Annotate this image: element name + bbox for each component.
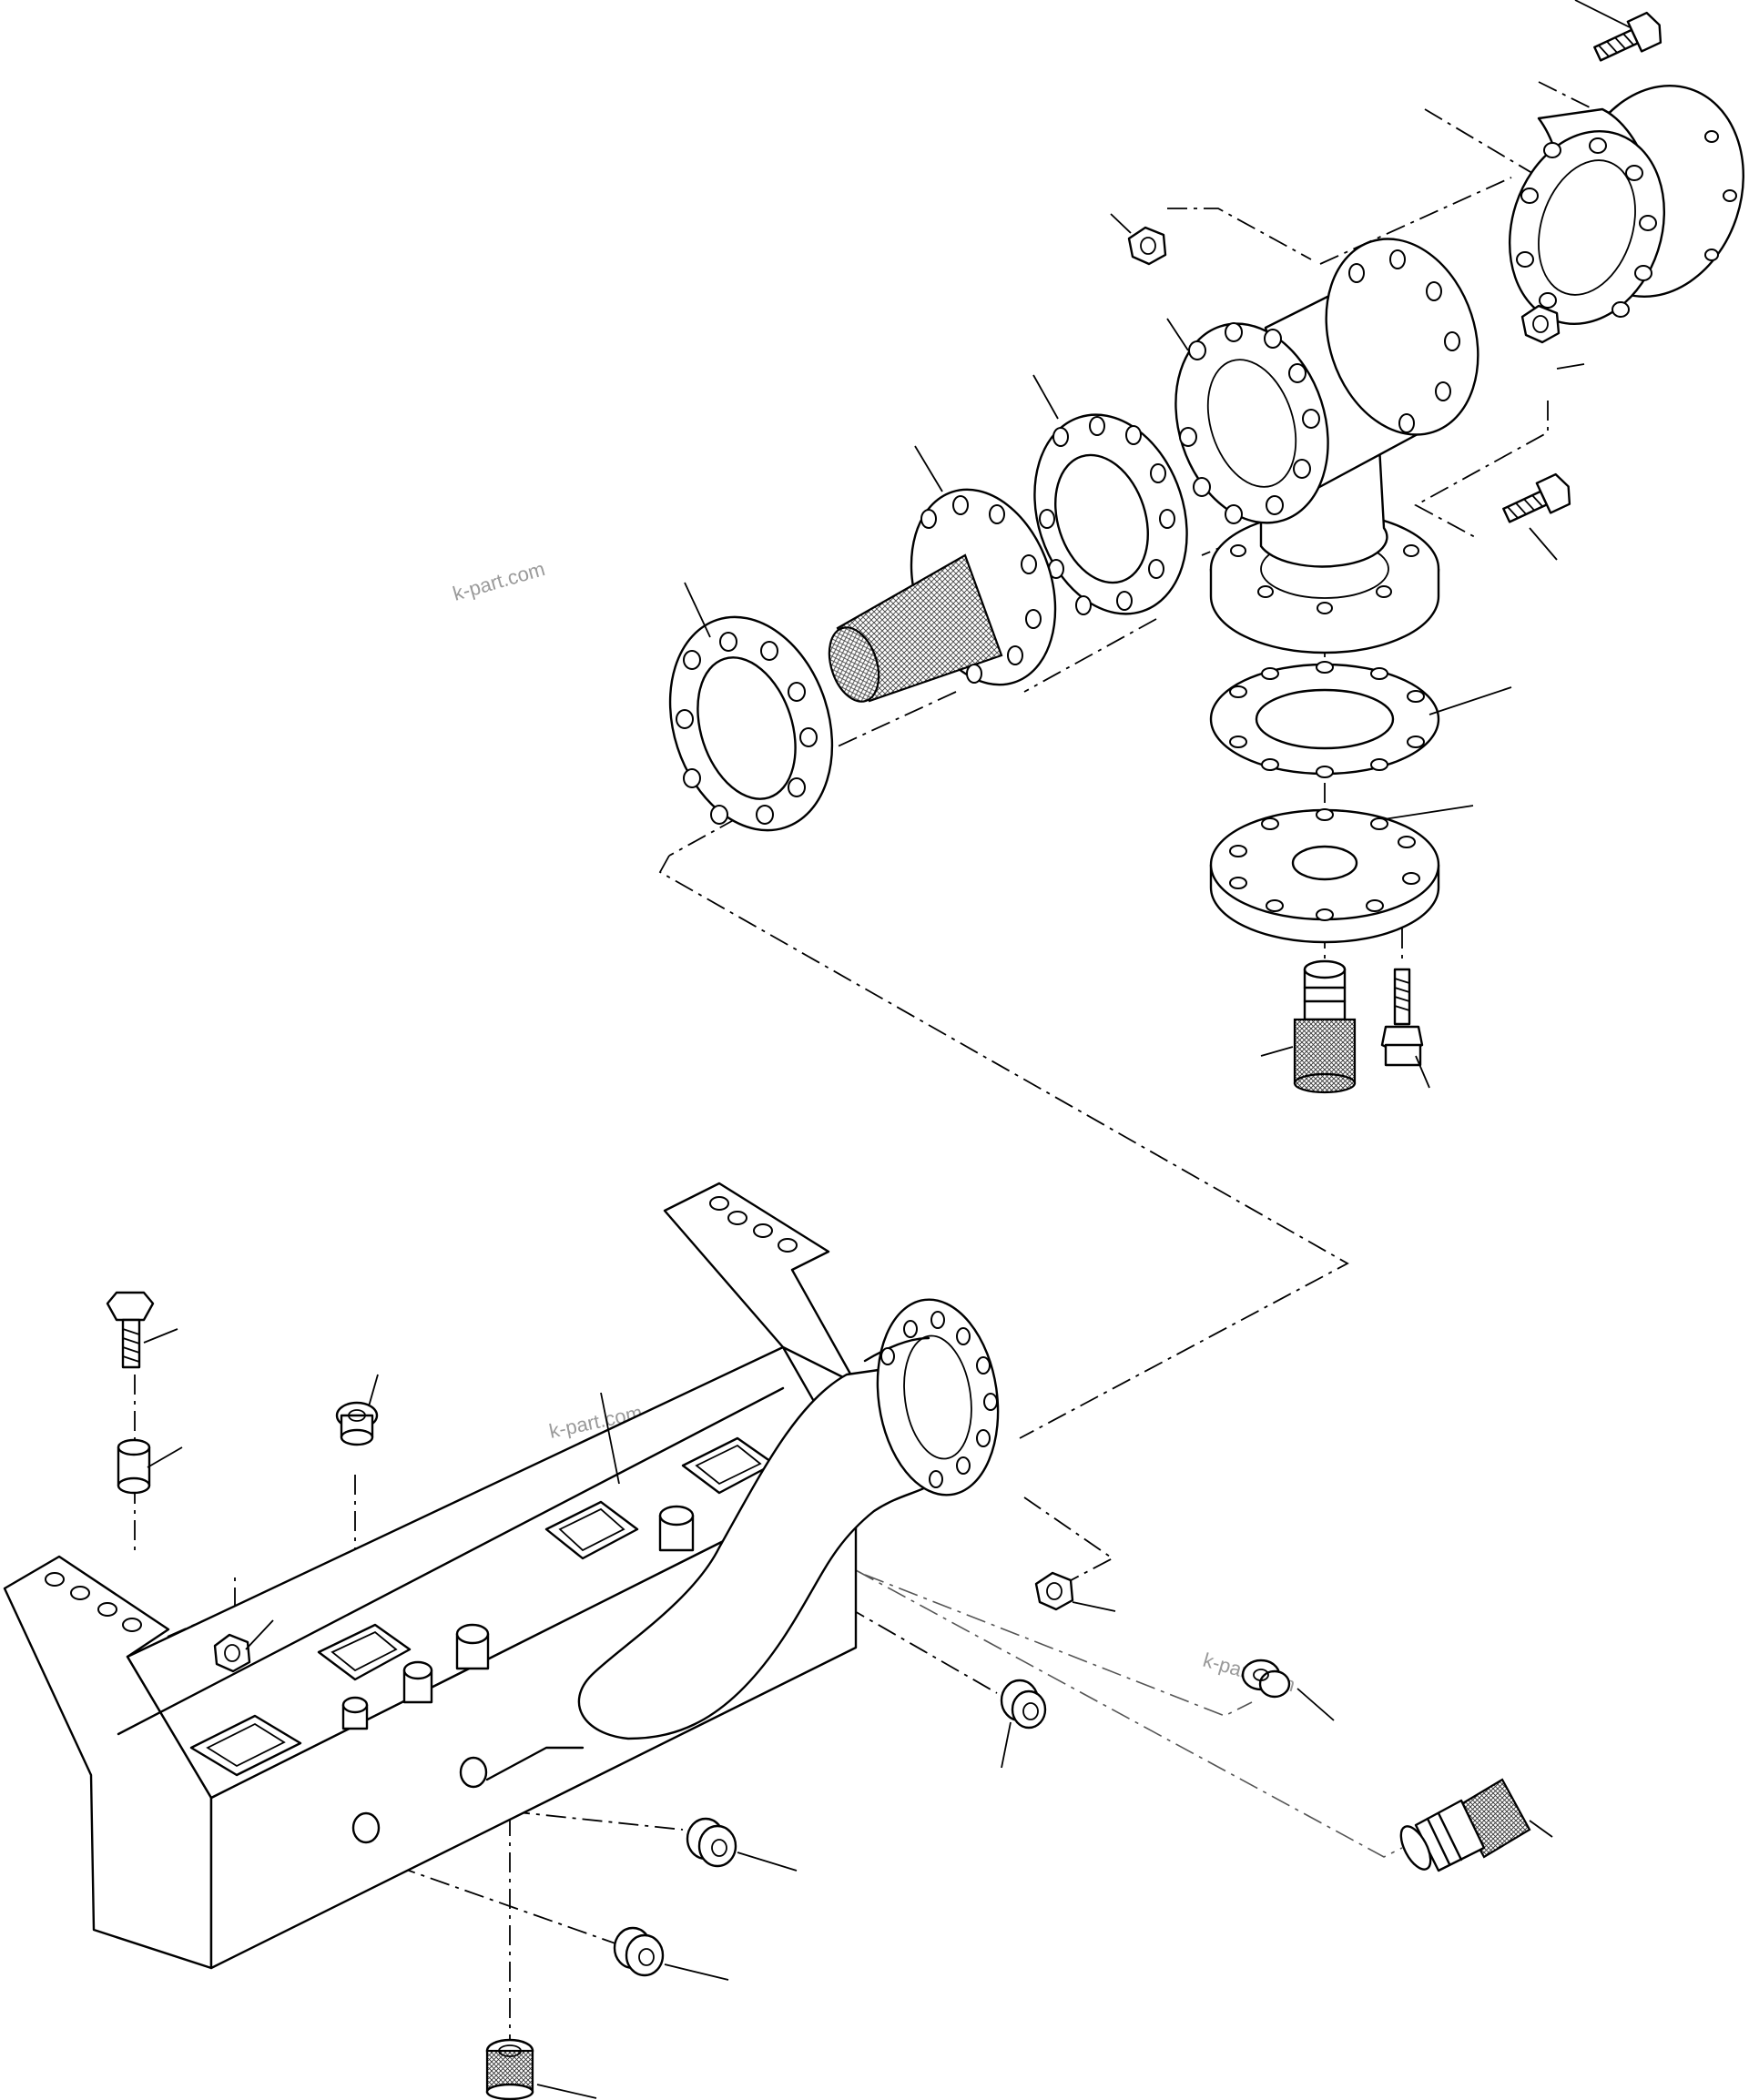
strainer-cone [828,488,1057,703]
plug [686,1817,737,1868]
bracket-hole [122,1618,142,1632]
bracket-hole [727,1211,747,1225]
outlet-pipe-flange [577,1298,1000,1740]
square-pad [189,1714,302,1777]
boss [341,1696,369,1730]
hex-nut [1520,304,1561,344]
expansion-joint [1508,85,1744,325]
bracket-hole [778,1238,798,1253]
spacer-bushing [117,1438,151,1495]
quick-coupler [1293,959,1357,1094]
boss [658,1505,695,1552]
bracket-hole [709,1196,729,1211]
bracket-hole [70,1586,90,1600]
flange-gasket [1033,413,1188,615]
stud-bolt [1380,968,1424,1067]
flange-ring [668,615,834,832]
plug [1241,1659,1291,1699]
hex-bolt [1593,11,1662,62]
side-port [459,1756,488,1789]
bracket-hole [45,1572,65,1587]
square-pad [544,1500,639,1560]
hex-nut [1127,226,1167,266]
bracket-hole [97,1602,117,1617]
side-port [351,1811,381,1844]
leader-lines [143,0,1631,2099]
square-pad [317,1623,412,1681]
boss [402,1660,433,1704]
hex-nut [213,1633,251,1673]
plug [335,1401,379,1446]
quick-coupler [1399,1778,1531,1872]
plug [613,1926,665,1977]
tee-pipe [1174,238,1479,654]
hex-bolt [106,1291,155,1369]
plug [1000,1679,1047,1730]
boss [455,1623,490,1670]
plug [485,2038,534,2100]
watermark-1: k-part.com [450,557,547,605]
hex-bolt [1502,472,1571,523]
hex-nut [1034,1571,1074,1611]
flange-gasket [1209,661,1440,778]
bracket-hole [753,1223,773,1238]
blind-flange-plate [1209,808,1440,944]
